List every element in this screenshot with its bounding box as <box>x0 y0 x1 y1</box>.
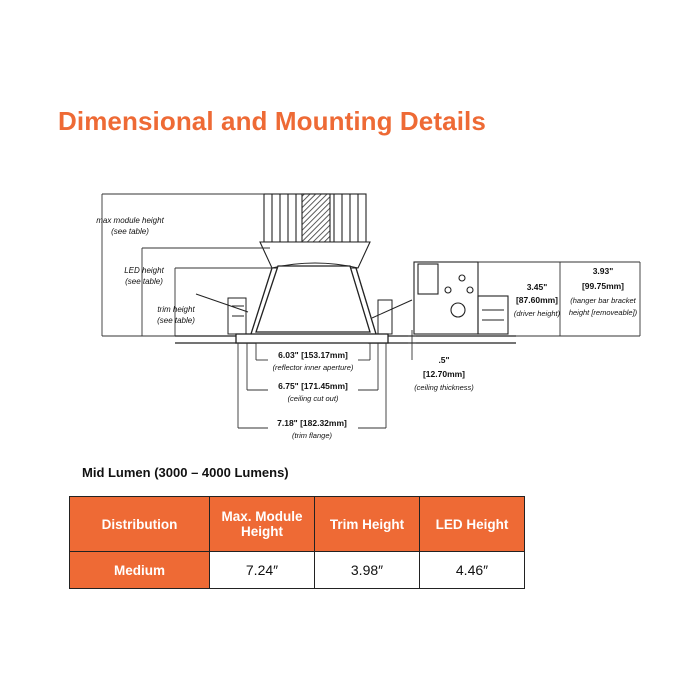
reflector <box>235 265 389 344</box>
left-spring-clip <box>195 293 249 335</box>
max-module-height-dim <box>101 193 264 337</box>
ceiling-thickness-mm: [12.70mm] <box>423 369 465 379</box>
trim-height-dim <box>174 267 272 336</box>
ceiling-thickness-dim <box>408 330 416 360</box>
table-header-row: Distribution Max. Module Height Trim Hei… <box>69 496 525 552</box>
driver-height-value: 3.45" <box>527 282 548 292</box>
page-title: Dimensional and Mounting Details <box>58 106 486 136</box>
ceiling-cutout-note: (ceiling cut out) <box>288 394 339 403</box>
trim-height-label: trim height <box>157 305 195 314</box>
hanger-bar-mm: [99.75mm] <box>582 281 624 291</box>
right-spring-clip <box>371 299 413 335</box>
cell-led-height: 4.46″ <box>419 551 525 589</box>
max-module-height-note: (see table) <box>111 227 149 236</box>
ceiling-cutout-value: 6.75" [171.45mm] <box>278 381 348 391</box>
trim-height-note: (see table) <box>157 316 195 325</box>
header-trim-height: Trim Height <box>314 496 420 552</box>
reflector-aperture-value: 6.03" [153.17mm] <box>278 350 348 360</box>
led-height-note: (see table) <box>125 277 163 286</box>
ceiling-line <box>175 335 516 344</box>
led-height-label: LED height <box>124 266 164 275</box>
header-led-height: LED Height <box>419 496 525 552</box>
led-module <box>259 193 371 269</box>
cell-distribution: Medium <box>69 551 210 589</box>
driver-height-mm: [87.60mm] <box>516 295 558 305</box>
reflector-aperture-dim <box>255 343 371 361</box>
trim-flange-dim <box>237 343 387 429</box>
driver-box <box>413 261 509 335</box>
table-caption: Mid Lumen (3000 – 4000 Lumens) <box>82 465 289 480</box>
cell-max-module-height: 7.24″ <box>209 551 315 589</box>
cell-trim-height: 3.98″ <box>314 551 420 589</box>
hanger-bar-dim <box>560 261 641 337</box>
header-distribution: Distribution <box>69 496 210 552</box>
ceiling-thickness-note: (ceiling thickness) <box>414 383 474 392</box>
trim-flange-value: 7.18" [182.32mm] <box>277 418 347 428</box>
ceiling-cutout-dim <box>246 343 379 391</box>
max-module-height-label: max module height <box>96 216 164 225</box>
led-height-dim <box>141 247 270 336</box>
table-row: Medium 7.24″ 3.98″ 4.46″ <box>69 551 525 589</box>
ceiling-thickness-value: .5" <box>438 355 449 365</box>
trim-flange-note: (trim flange) <box>292 431 333 440</box>
driver-height-note: (driver height) <box>514 309 561 318</box>
hanger-bar-note-1: (hanger bar bracket <box>570 296 636 305</box>
hanger-bar-note-2: height [removeable]) <box>569 308 638 317</box>
spec-table: Distribution Max. Module Height Trim Hei… <box>69 496 525 589</box>
hanger-bar-value: 3.93" <box>593 266 614 276</box>
header-max-module-height: Max. Module Height <box>209 496 315 552</box>
reflector-aperture-note: (reflector inner aperture) <box>273 363 354 372</box>
driver-height-dim <box>478 261 561 337</box>
